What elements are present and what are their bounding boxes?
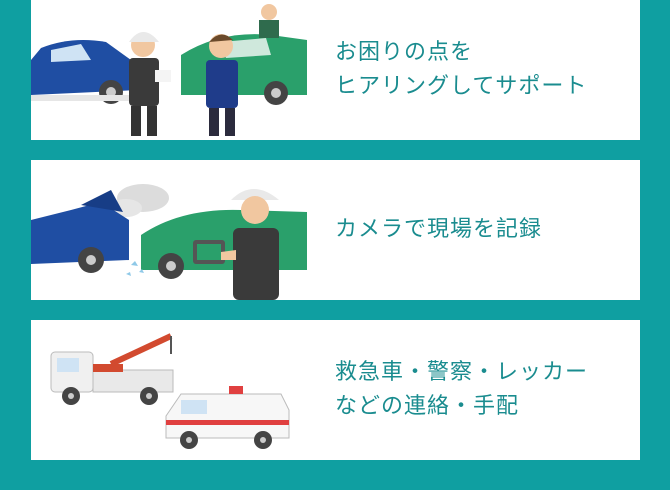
tow-ambulance-illustration [50,333,290,449]
step-caption-photo: カメラで現場を記録 [335,160,635,300]
step-card-photo: カメラで現場を記録 [31,160,640,300]
step-caption-arrange: 救急車・警察・レッカー などの連絡・手配 [335,320,635,460]
caption-line: ヒアリングしてサポート [335,74,588,99]
caption-line: お困りの点を [335,40,474,65]
photo-record-illustration [31,184,307,300]
step-card-hearing: お困りの点を ヒアリングしてサポート [31,0,640,140]
step-caption-hearing: お困りの点を ヒアリングしてサポート [335,0,635,140]
caption-line: カメラで現場を記録 [335,217,543,242]
caption-line: 救急車・警察・レッカー [335,360,589,385]
hearing-illustration [31,4,307,136]
step-card-arrange: 救急車・警察・レッカー などの連絡・手配 [31,320,640,460]
caption-line: などの連絡・手配 [335,394,520,419]
